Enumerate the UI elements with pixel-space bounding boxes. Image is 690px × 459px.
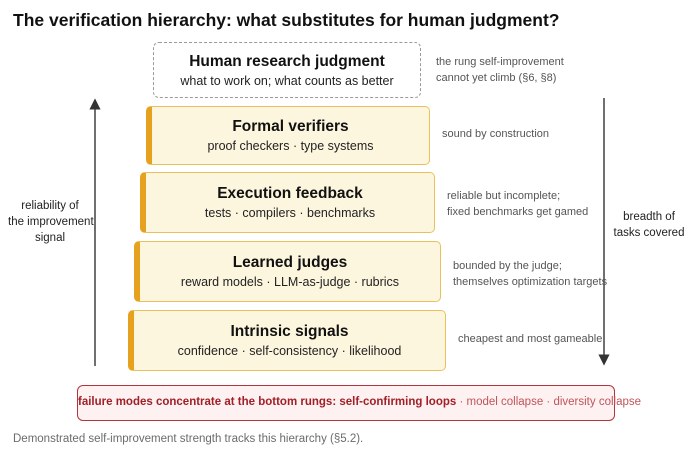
rung-subtitle: what to work on; what counts as better <box>180 74 394 88</box>
rung-note: cheapest and most gameable <box>458 333 603 345</box>
rung-subtitle: reward models · LLM-as-judge · rubrics <box>180 275 400 289</box>
rung-execution-feedback: Execution feedback tests · compilers · b… <box>140 172 435 233</box>
reliability-axis-label: reliability of the improvement signal <box>8 200 94 244</box>
breadth-axis-label: breadth of tasks covered <box>613 211 685 239</box>
failure-separator: · <box>456 396 467 408</box>
rung-title: Formal verifiers <box>232 118 349 135</box>
rung-note: bounded by the judge; themselves optimiz… <box>453 260 608 288</box>
rung-subtitle: proof checkers · type systems <box>207 139 374 153</box>
rung-note: reliable but incomplete; fixed benchmark… <box>447 190 589 218</box>
rung-note: the rung self-improvement cannot yet cli… <box>436 56 564 84</box>
rung-title: Intrinsic signals <box>230 323 349 340</box>
failure-modes-banner: failure modes concentrate at the bottom … <box>77 385 641 421</box>
rung-learned-judges: Learned judges reward models · LLM-as-ju… <box>134 241 441 302</box>
failure-main-text: failure modes concentrate at the bottom … <box>78 396 457 408</box>
footer-caption: Demonstrated self-improvement strength t… <box>13 433 364 445</box>
failure-item: model collapse <box>466 396 544 408</box>
rung-subtitle: confidence · self-consistency · likeliho… <box>177 344 402 358</box>
failure-item: diversity collapse <box>553 396 642 408</box>
rung-title: Execution feedback <box>217 185 363 202</box>
rung-note: sound by construction <box>442 128 550 140</box>
rung-intrinsic-signals: Intrinsic signals confidence · self-cons… <box>128 310 446 371</box>
rung-subtitle: tests · compilers · benchmarks <box>204 206 376 220</box>
failure-separator: · <box>543 396 554 408</box>
rung-formal-verifiers: Formal verifiers proof checkers · type s… <box>146 106 430 165</box>
rung-title: Learned judges <box>232 254 348 271</box>
rung-title: Human research judgment <box>189 53 385 70</box>
rung-human-judgment: Human research judgment what to work on;… <box>153 42 421 98</box>
page-title: The verification hierarchy: what substit… <box>13 10 560 30</box>
